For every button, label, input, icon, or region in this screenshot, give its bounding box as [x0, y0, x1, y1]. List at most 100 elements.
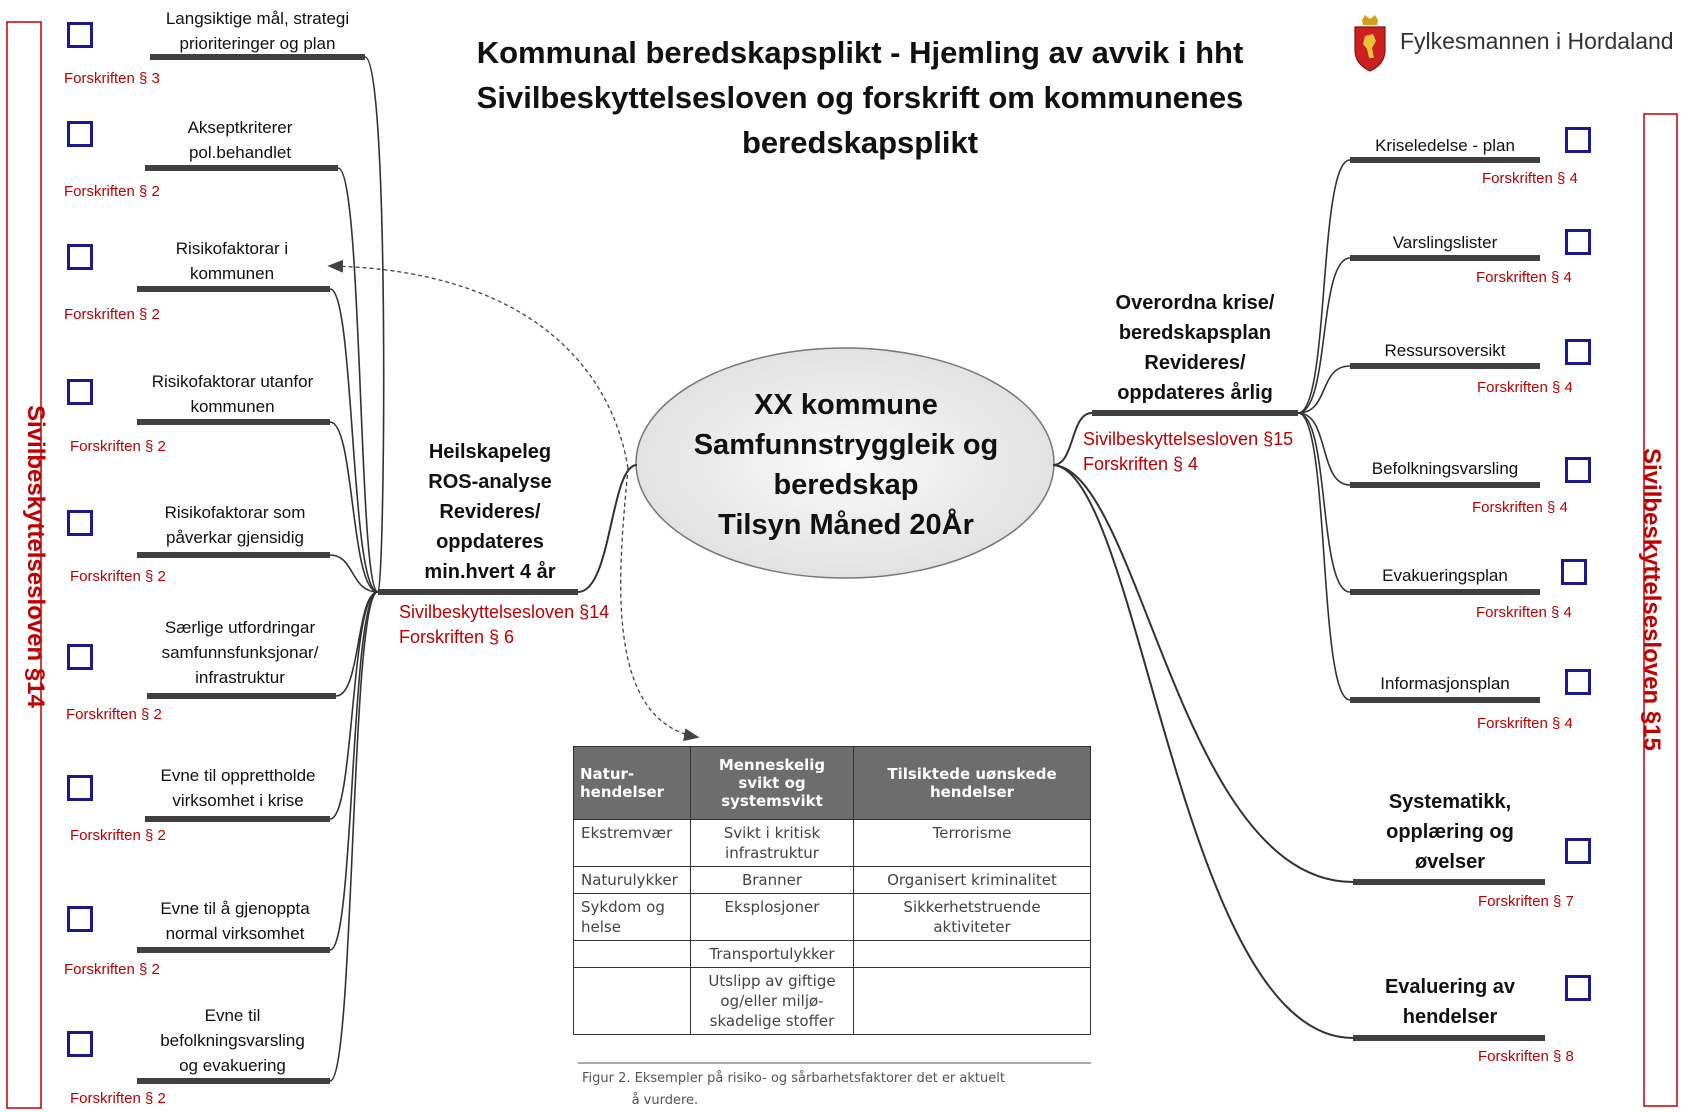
cell-line: Sikkerhetstruende [903, 898, 1041, 916]
left-item-ref: Forskriften § 2 [70, 438, 166, 455]
checkbox-left-2[interactable] [67, 121, 93, 147]
left-item-ref: Forskriften § 2 [64, 961, 160, 978]
checkbox-left-7[interactable] [67, 775, 93, 801]
left-branch-ref: Sivilbeskyttelsesloven §14 [399, 602, 610, 622]
left-item-label: Risikofaktorar som påverkar gjensidig [140, 500, 330, 550]
left-item-line: infrastruktur [195, 668, 285, 687]
left-item-label: Evne til befolkningsvarsling og evakueri… [130, 1003, 335, 1078]
left-item-ref: Forskriften § 2 [70, 568, 166, 585]
table-row: Naturulykker Branner Organisert kriminal… [573, 866, 1091, 894]
header-line: Menneskelig [718, 756, 826, 774]
checkbox-right-6[interactable] [1565, 669, 1591, 695]
checkbox-left-1[interactable] [67, 22, 93, 48]
checkbox-left-3[interactable] [67, 244, 93, 270]
left-item-label: Særlige utfordringar samfunnsfunksjonar/… [140, 615, 340, 690]
checkbox-left-5[interactable] [67, 510, 93, 536]
checkbox-left-6[interactable] [67, 644, 93, 670]
left-item-ref: Forskriften § 3 [64, 70, 160, 87]
center-line: Tilsyn Måned 20År [718, 509, 974, 541]
left-item-line: Risikofaktorar utanfor [151, 372, 314, 391]
cell-line: helse [581, 918, 621, 936]
left-item-line: samfunnsfunksjonar/ [161, 643, 319, 662]
left-item-line: Evne til [204, 1006, 261, 1025]
side-box-right [1643, 113, 1678, 1107]
cell-line: og/eller miljø- [720, 992, 824, 1010]
right-major-connector [1052, 464, 1354, 1039]
checkbox-right-1[interactable] [1565, 127, 1591, 153]
coat-of-arms-icon [1354, 15, 1386, 72]
cell-line: Transportulykker [709, 945, 835, 963]
left-item-line: prioriteringer og plan [179, 34, 336, 53]
side-label-left: Sivilbeskyttelsesloven §14 [22, 405, 49, 708]
table-header-cell: Natur- hendelser [573, 746, 691, 820]
right-item-label: Befolkningsvarsling [1371, 459, 1519, 478]
left-item-label: Risikofaktorar utanfor kommunen [130, 369, 335, 419]
left-item-label: Evne til opprettholde virksomhet i krise [138, 763, 338, 813]
right-item-connector [1297, 412, 1351, 486]
table-cell [853, 940, 1091, 968]
right-branch-line: Revideres/ [1144, 352, 1246, 374]
page-title: Kommunal beredskapsplikt - Hjemling av a… [420, 30, 1300, 165]
header-line: Tilsiktede uønskede [887, 765, 1057, 783]
checkbox-right-2[interactable] [1565, 229, 1591, 255]
right-item-ref: Forskriften § 4 [1476, 269, 1572, 286]
checkbox-left-8[interactable] [67, 906, 93, 932]
left-item-line: Særlige utfordringar [164, 618, 316, 637]
right-major-line: øvelser [1414, 851, 1486, 873]
left-item-line: Risikofaktorar i [175, 239, 289, 258]
right-branch-connector [1052, 412, 1093, 466]
table-cell: Branner [690, 866, 854, 894]
left-item-connector [364, 56, 385, 593]
right-item-ref: Forskriften § 4 [1477, 379, 1573, 396]
cell-line: Sykdom og [581, 898, 665, 916]
right-major-line: opplæring og [1386, 821, 1514, 843]
brand-name: Fylkesmannen i Hordaland [1400, 28, 1674, 54]
risk-factor-table: Natur- hendelser Menneskelig svikt og sy… [573, 746, 1091, 1035]
right-major-line: Systematikk, [1388, 791, 1512, 813]
right-item-label: Varslingslister [1392, 233, 1498, 252]
center-line: beredskap [773, 469, 919, 501]
right-major-line: Evaluering av [1384, 976, 1516, 998]
table-header-cell: Menneskelig svikt og systemsvikt [690, 746, 854, 820]
checkbox-right-3[interactable] [1565, 339, 1591, 365]
right-major-ref: Forskriften § 7 [1478, 893, 1574, 910]
left-branch-line: ROS-analyse [428, 471, 552, 493]
left-item-label: Evne til å gjenoppta normal virksomhet [135, 896, 335, 946]
center-topic: XX kommune Samfunnstryggleik og beredska… [636, 385, 1056, 545]
cell-line: infrastruktur [725, 844, 819, 862]
right-item-ref: Forskriften § 4 [1477, 715, 1573, 732]
dashed-arrow-risk [327, 259, 629, 469]
checkbox-left-4[interactable] [67, 379, 93, 405]
side-box-left [6, 21, 42, 1109]
header-line: Natur- [580, 765, 635, 783]
left-item-line: befolkningsvarsling [160, 1031, 305, 1050]
right-item-connector [1297, 412, 1351, 593]
left-branch-title: Heilskapeleg ROS-analyse Revideres/ oppd… [395, 437, 585, 587]
right-item-connector [1297, 257, 1351, 414]
table-header-cell: Tilsiktede uønskede hendelser [853, 746, 1091, 820]
right-item-label: Informasjonsplan [1380, 674, 1510, 693]
left-branch-line: oppdateres [436, 531, 544, 553]
checkbox-left-9[interactable] [67, 1031, 93, 1057]
checkbox-right-7[interactable] [1565, 838, 1591, 864]
checkbox-right-5[interactable] [1561, 559, 1587, 585]
left-item-connector [329, 591, 379, 951]
table-cell: Ekstremvær [573, 819, 691, 867]
left-item-connector [329, 591, 379, 1082]
left-item-label: Langsiktige mål, strategi prioriteringer… [150, 6, 365, 56]
right-branch-ref: Sivilbeskyttelsesloven §15 [1083, 429, 1294, 449]
checkbox-right-8[interactable] [1565, 975, 1591, 1001]
table-cell: Naturulykker [573, 866, 691, 894]
left-item-connector [329, 591, 379, 820]
checkbox-right-4[interactable] [1565, 457, 1591, 483]
left-item-line: Akseptkriterer [187, 118, 293, 137]
caption-line: Figur 2. Eksempler på risiko- og sårbarh… [582, 1071, 1005, 1086]
header-line: hendelser [929, 783, 1015, 801]
left-item-line: Langsiktige mål, strategi [165, 9, 350, 28]
left-item-line: kommunen [190, 397, 275, 416]
